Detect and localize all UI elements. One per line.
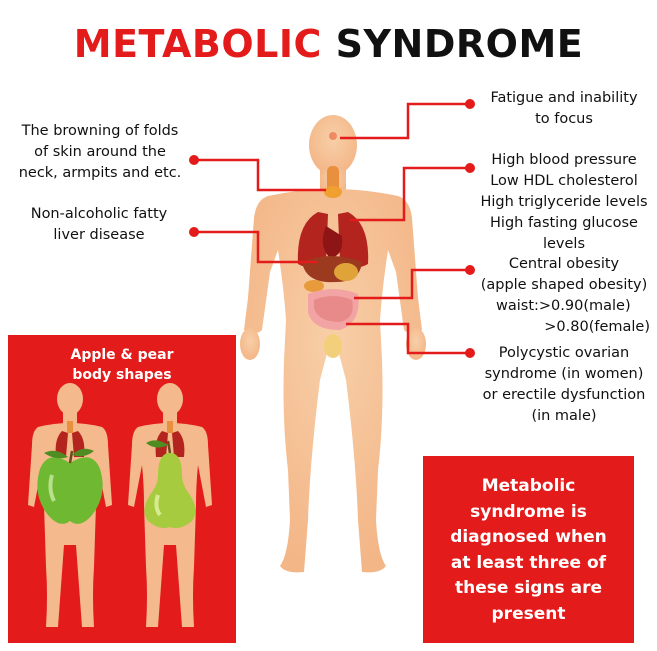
- body-shapes-illustration: [28, 383, 212, 627]
- label-skin-folds: The browning of folds of skin around the…: [18, 123, 182, 181]
- body-shapes-panel: Apple & pear body shapes: [8, 335, 236, 643]
- panel-title: Apple & pear body shapes: [70, 347, 174, 383]
- diagnosis-callout: Metabolic syndrome is diagnosed when at …: [423, 456, 634, 643]
- label-fatigue: Fatigue and inability to focus: [490, 90, 638, 127]
- connector-lines: [194, 102, 470, 355]
- title-word-syndrome: SYNDROME: [335, 22, 584, 66]
- apple-icon: [37, 448, 103, 524]
- label-pcos: Polycystic ovarian syndrome (in women) o…: [482, 345, 646, 424]
- page-title: METABOLIC SYNDROME: [0, 22, 657, 66]
- pear-icon: [144, 440, 196, 529]
- connector-dots: [189, 99, 475, 358]
- human-body-silhouette: [240, 115, 426, 573]
- diagnosis-text: Metabolic syndrome is diagnosed when at …: [450, 476, 607, 624]
- label-blood-markers: High blood pressure Low HDL cholesterol …: [480, 152, 648, 252]
- internal-organs: [297, 132, 369, 358]
- label-fatty-liver: Non-alcoholic fatty liver disease: [30, 206, 168, 243]
- label-central-obesity: Central obesity (apple shaped obesity) w…: [480, 256, 650, 335]
- title-word-metabolic: METABOLIC: [73, 22, 322, 66]
